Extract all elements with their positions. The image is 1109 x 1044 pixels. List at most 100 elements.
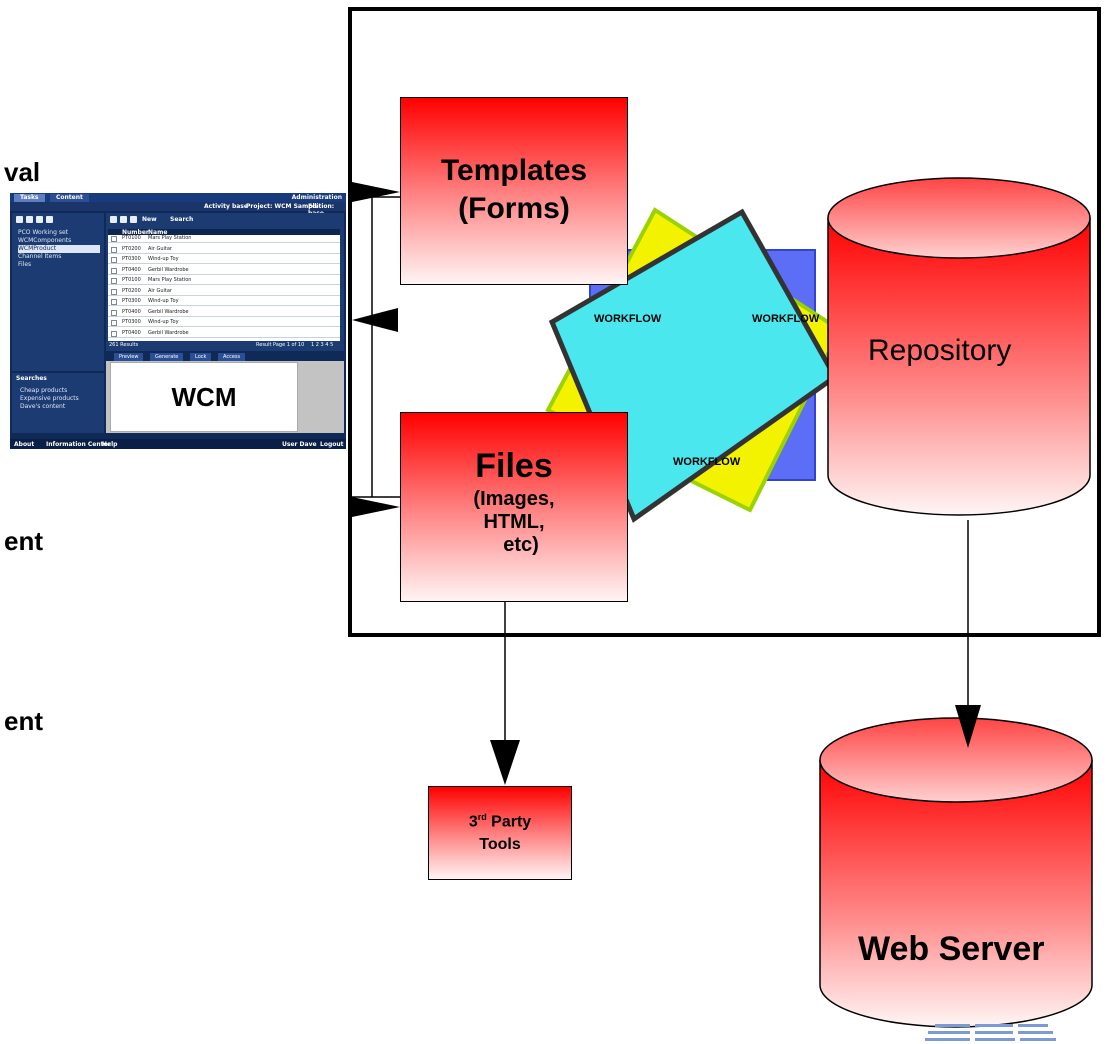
wcm-activity[interactable]: Activity base xyxy=(204,203,248,210)
wcm-row-checkbox[interactable] xyxy=(111,330,117,337)
workflow-label-1: WORKFLOW xyxy=(594,313,662,325)
wcm-tab-generate[interactable]: Generate xyxy=(150,353,184,361)
arrow-to-templates xyxy=(352,182,400,202)
wcm-tab-tasks[interactable]: Tasks xyxy=(14,194,45,202)
wcm-context-bar: Activity base Project: WCM Sample Editio… xyxy=(10,202,346,217)
wcm-tree-item-selected[interactable]: WCMProduct xyxy=(18,245,100,253)
wcm-cell-number: PT0100 xyxy=(122,235,141,241)
wcm-pages[interactable]: 1 2 3 4 5 xyxy=(311,342,334,348)
wcm-row-checkbox[interactable] xyxy=(111,299,117,305)
wcm-row-checkbox[interactable] xyxy=(111,309,117,316)
wcm-cell-name: Wind-up Toy xyxy=(148,298,179,304)
wcm-col-number[interactable]: Number xyxy=(122,229,149,236)
wcm-help-link[interactable]: Help xyxy=(102,441,118,448)
wcm-row-checkbox[interactable] xyxy=(111,320,117,326)
web-server-cylinder xyxy=(819,717,1093,1028)
wcm-table-footer: 261 Results Result Page 1 of 10 1 2 3 4 … xyxy=(106,341,338,349)
wcm-about-link[interactable]: About xyxy=(14,441,35,448)
left-label-ent-2: ent xyxy=(4,706,43,736)
wcm-list-icon[interactable] xyxy=(46,216,53,223)
workflow-label-2: WORKFLOW xyxy=(752,313,820,325)
wcm-label-box: WCM xyxy=(110,362,298,432)
wcm-row-checkbox[interactable] xyxy=(111,246,117,253)
files-box: Files (Images, HTML, etc) xyxy=(400,412,628,602)
wcm-row-checkbox[interactable] xyxy=(111,236,117,242)
wcm-cell-name: Mars Play Station xyxy=(148,277,192,283)
wcm-table-row[interactable]: PT0400 Gerbil Wardrobe xyxy=(108,267,340,275)
wcm-row-checkbox[interactable] xyxy=(111,267,117,274)
files-line2: HTML, xyxy=(483,511,545,533)
wcm-user: User Dave xyxy=(282,441,317,448)
system-boundary-frame xyxy=(348,7,1101,637)
files-title: Files xyxy=(475,447,553,485)
wcm-delete-icon[interactable] xyxy=(26,216,33,223)
wcm-tab-preview[interactable]: Preview xyxy=(114,353,144,361)
wcm-cell-name: Wind-up Toy xyxy=(148,319,179,325)
wcm-tab-content[interactable]: Content xyxy=(50,194,89,202)
wcm-tree-item[interactable]: PCO Working set xyxy=(18,229,68,236)
wcm-cell-number: PT0100 xyxy=(122,277,141,283)
third-party-line2: Tools xyxy=(479,835,521,853)
wcm-cell-name: Air Guitar xyxy=(148,245,172,252)
wcm-edit-icon[interactable] xyxy=(110,216,117,223)
templates-line2: (Forms) xyxy=(458,192,570,225)
wcm-info-link[interactable]: Information Center xyxy=(46,441,111,448)
wcm-tab-lock[interactable]: Lock xyxy=(190,353,212,361)
wcm-cell-number: PT0200 xyxy=(122,287,141,294)
wcm-table-row[interactable]: PT0100 Mars Play Station xyxy=(108,277,340,285)
arrow-to-files xyxy=(352,497,400,517)
wcm-search-item[interactable]: Dave's content xyxy=(20,403,66,410)
wcm-cell-number: PT0400 xyxy=(122,308,141,315)
wcm-cell-number: PT0200 xyxy=(122,245,141,252)
wcm-results: 261 Results xyxy=(109,342,139,348)
wcm-new-icon[interactable] xyxy=(16,216,23,223)
wcm-cell-name: Gerbil Wardrobe xyxy=(148,308,189,315)
wcm-tab-access[interactable]: Access xyxy=(218,353,246,361)
wcm-cell-number: PT0400 xyxy=(122,266,141,273)
wcm-cell-name: Gerbil Wardrobe xyxy=(148,266,189,273)
wcm-logout-link[interactable]: Logout xyxy=(320,441,344,448)
wcm-copy-icon[interactable] xyxy=(36,216,43,223)
repository-label: Repository xyxy=(868,334,1012,367)
wcm-row-checkbox[interactable] xyxy=(111,278,117,284)
wcm-table-row[interactable]: PT0300 Wind-up Toy xyxy=(108,298,340,306)
wcm-new-button[interactable]: New xyxy=(142,216,157,223)
wcm-table-row[interactable]: PT0400 Gerbil Wardrobe xyxy=(108,309,340,317)
wcm-cell-number: PT0300 xyxy=(122,256,141,262)
wcm-tree-item[interactable]: WCMComponents xyxy=(18,237,72,244)
wcm-tree-item[interactable]: Channel Items xyxy=(18,253,62,260)
wcm-row-checkbox[interactable] xyxy=(111,288,117,295)
arrow-to-third-party xyxy=(490,740,520,785)
workflow-label-3: WORKFLOW xyxy=(673,456,741,468)
wcm-label: WCM xyxy=(171,381,237,412)
wcm-table-row[interactable]: PT0200 Air Guitar xyxy=(108,246,340,254)
wcm-search-button[interactable]: Search xyxy=(170,216,194,223)
wcm-row-checkbox[interactable] xyxy=(111,257,117,263)
left-label-val: val xyxy=(4,157,41,187)
arrow-to-web-server xyxy=(955,705,981,748)
wcm-tree-item[interactable]: Files xyxy=(18,261,32,268)
left-label-ent-1: ent xyxy=(4,526,43,556)
wcm-cell-name: Gerbil Wardrobe xyxy=(148,329,189,336)
arrow-to-wcm xyxy=(352,308,398,332)
wcm-search-item[interactable]: Cheap products xyxy=(20,387,68,394)
templates-line1: Templates xyxy=(440,154,588,187)
wcm-project[interactable]: Project: WCM Sample xyxy=(246,203,319,210)
wcm-search-item[interactable]: Expensive products xyxy=(20,395,79,402)
wcm-pencil-icon[interactable] xyxy=(120,216,127,223)
wcm-admin-link[interactable]: Administration xyxy=(291,194,342,201)
wcm-tab-bar: Tasks Content Administration xyxy=(10,193,346,202)
wcm-searches-title: Searches xyxy=(16,375,47,382)
wcm-cell-number: PT0300 xyxy=(122,298,141,304)
wcm-status-bar: About Information Center Help User Dave … xyxy=(10,439,346,449)
wcm-col-name[interactable]: Name xyxy=(148,229,168,236)
wcm-remove-icon[interactable] xyxy=(130,216,137,223)
